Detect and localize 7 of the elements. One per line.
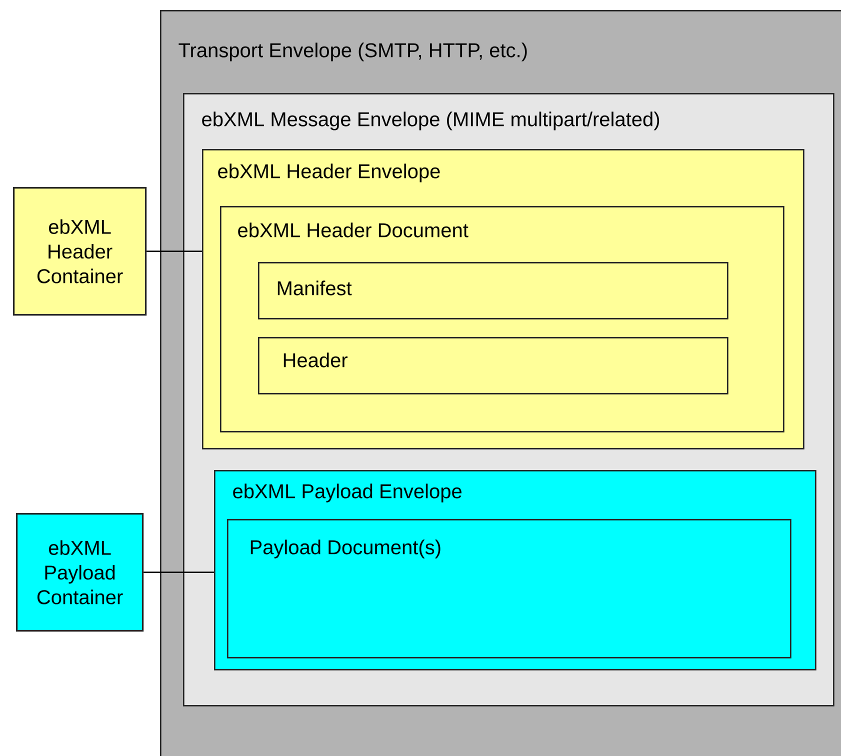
container-box: ebXML Payload Container [16, 513, 144, 632]
connector-line [146, 250, 202, 252]
container-box: ebXML Header Container [13, 187, 147, 316]
connector-line [144, 572, 214, 573]
envelope-box: Manifest [258, 262, 728, 320]
envelope-box: Payload Document(s) [227, 519, 792, 658]
envelope-box: Header [258, 337, 728, 394]
